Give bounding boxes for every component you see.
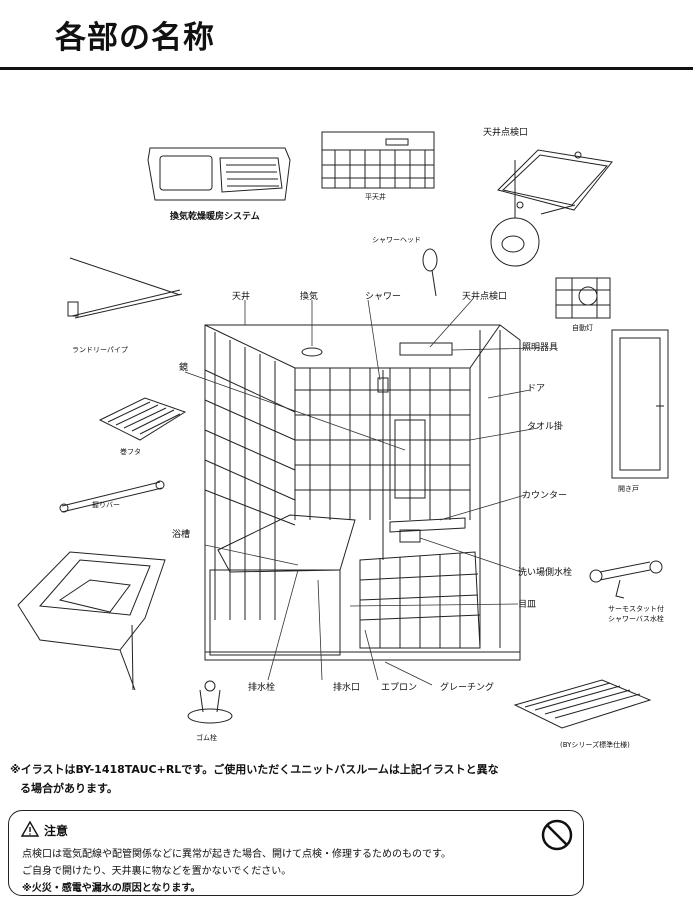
shower-head-drawing (422, 248, 438, 297)
caution-line-1: 点検口は電気配線や配管関係などに異常が起きた場合、開けて点検・修理するためのもの… (22, 849, 451, 860)
auto-light-drawing (555, 277, 611, 319)
label-skirt: 目皿 (518, 600, 537, 610)
label-kanki-system: 換気乾燥暖房システム (170, 212, 260, 222)
caution-heading: 注意 (44, 824, 69, 838)
ventilation-unit-drawing (147, 147, 291, 201)
label-lid: 巻フタ (120, 448, 141, 456)
label-swing-door: 開き戸 (618, 485, 639, 493)
laundry-pipe-drawing (67, 257, 183, 319)
ceiling-hatch-drawing (490, 149, 613, 267)
caution-line-3: ※火災・感電や漏水の原因となります。 (22, 883, 201, 894)
note-line-1: ※イラストはBY-1418TAUC+RLです。ご使用いただくユニットバスルームは… (10, 763, 499, 776)
caution-box (8, 810, 584, 896)
label-apron: エプロン (381, 683, 418, 693)
title-rule (0, 67, 693, 70)
illustration-note: ※イラストはBY-1418TAUC+RLです。ご使用いただくユニットバスルームは… (10, 760, 610, 798)
grab-bar-drawing (59, 480, 165, 513)
label-ceiling-hatch-top: 天井点検口 (483, 128, 529, 138)
label-standard-spec: (BYシリーズ標準仕様) (560, 741, 630, 749)
note-line-2: る場合があります。 (20, 782, 118, 795)
bathroom-room-drawing (204, 324, 521, 661)
page-title: 各部の名称 (55, 20, 215, 56)
thermostat-faucet-drawing (589, 560, 663, 599)
label-grating: グレーチング (440, 683, 495, 693)
bathroom-illustration (17, 131, 669, 729)
leader-lines (184, 299, 541, 686)
label-laundry-pipe: ランドリーパイプ (72, 346, 128, 354)
label-lighting: 照明器具 (522, 343, 559, 353)
label-tenjo: 天井 (232, 292, 251, 302)
swing-door-drawing (611, 329, 669, 479)
label-ceiling-hatch: 天井点検口 (462, 292, 508, 302)
caution-line-2: ご自身で開けたり、天井裏に物などを置かないでください。 (22, 866, 292, 877)
label-faucet: 洗い場側水栓 (518, 568, 573, 578)
label-shower-head: シャワーヘッド (372, 236, 421, 244)
label-towel-rack: タオル掛 (527, 422, 564, 432)
rubber-plug-drawing (187, 680, 233, 724)
label-drain-plug: 排水栓 (248, 683, 276, 693)
label-rubber-plug: ゴム栓 (196, 734, 217, 742)
lid-drawing (98, 397, 187, 441)
label-flat-ceiling: 平天井 (365, 193, 386, 201)
grating-drawing (513, 679, 652, 729)
label-shower: シャワー (365, 292, 402, 302)
label-counter: カウンター (522, 491, 568, 501)
bathtub-drawing (17, 551, 166, 691)
label-thermostat-valve: サーモスタット付 シャワーバス水栓 (608, 605, 664, 623)
label-bathtub: 浴槽 (172, 530, 191, 540)
label-auto-light: 自動灯 (572, 324, 593, 332)
label-mirror: 鏡 (179, 363, 189, 373)
label-drain-outlet: 排水口 (333, 683, 361, 693)
flat-ceiling-drawing (321, 131, 435, 189)
label-grab-bar: 握りバー (92, 501, 120, 509)
label-kanki: 換気 (300, 292, 319, 302)
label-door: ドア (527, 384, 546, 394)
